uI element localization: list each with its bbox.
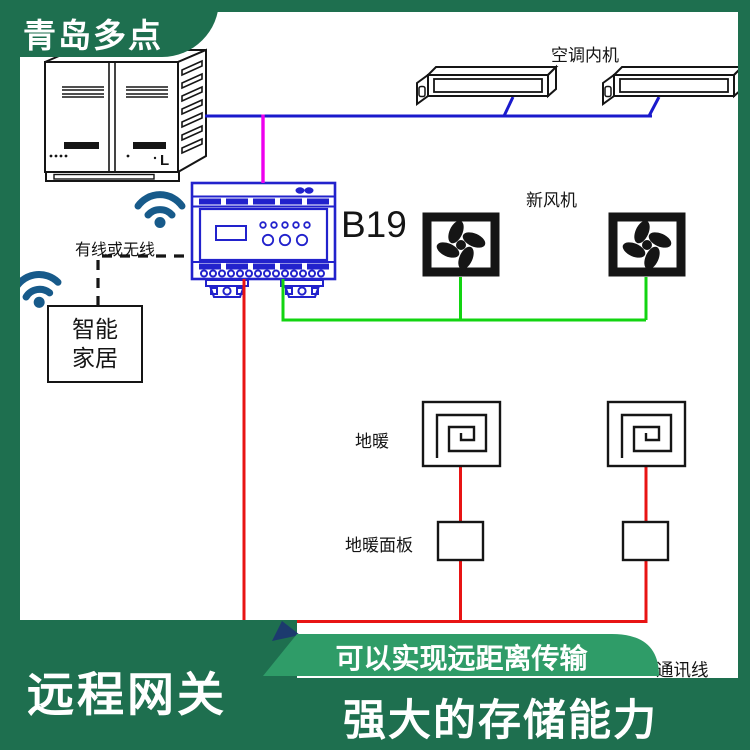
wiring: [205, 96, 661, 623]
frame-left: [0, 0, 20, 750]
brand-badge-label: 青岛多点: [23, 17, 163, 54]
controller-buttons: [259, 221, 311, 247]
indoor-ac-label: 空调内机: [551, 46, 619, 65]
floor-heating-coil-1: [421, 400, 502, 468]
outdoor-unit-mark-label: L: [160, 152, 169, 169]
smart-home-label-line2: 家居: [72, 345, 118, 371]
floor-heating-panel-2: [621, 520, 670, 562]
indoor-ac-wire: [205, 96, 661, 118]
controller-model-label: B19: [341, 204, 407, 245]
fresh-air-fan-label: 新风机: [526, 191, 577, 210]
smart-home-box: 智能 家居: [47, 305, 143, 383]
floor-heating-panel-1: [436, 520, 485, 562]
fresh-air-fan-2: [613, 217, 681, 272]
comm-line-label: 通讯线: [656, 660, 709, 680]
ribbon-text: 可以实现远距离传输: [335, 643, 588, 674]
brand-banner: [0, 0, 219, 57]
outdoor-unit-grilles: [62, 86, 168, 98]
floor-heating-coil-2: [606, 400, 687, 468]
controller-display: [215, 225, 247, 241]
wifi-icon: [134, 191, 186, 228]
outdoor-ac-unit: L: [44, 48, 207, 182]
indoor-ac-unit-1: [416, 66, 557, 105]
frame-right: [738, 0, 750, 750]
storage-text: 强大的存储能力: [343, 697, 658, 745]
ribbon-fold: [272, 621, 300, 641]
floor-heating-panel-label: 地暖面板: [345, 536, 413, 555]
bottom-green-band: [0, 678, 750, 750]
floor-heating-label: 地暖: [355, 432, 389, 451]
gateway-controller: [190, 181, 337, 298]
smart-home-label-line1: 智能: [72, 316, 118, 343]
controller-feet: [205, 279, 324, 298]
outdoor-unit-vent-slats: [181, 59, 203, 155]
controller-lower-terminals: [199, 263, 329, 270]
indoor-ac-unit-2: [602, 66, 743, 105]
wired-or-wireless-label: 有线或无线: [75, 242, 156, 259]
controller-upper-terminals: [199, 198, 329, 205]
controller-terminal-screws: [200, 269, 325, 278]
ribbon-banner: [263, 634, 659, 676]
gateway-text: 远程网关: [27, 668, 227, 721]
outdoor-unit-indicator-dots: [49, 154, 157, 160]
wired-or-wireless-link: [96, 254, 191, 306]
controller-logo: [295, 187, 314, 194]
fresh-air-fan-1: [427, 217, 495, 272]
fresh-air-wire: [281, 277, 648, 322]
